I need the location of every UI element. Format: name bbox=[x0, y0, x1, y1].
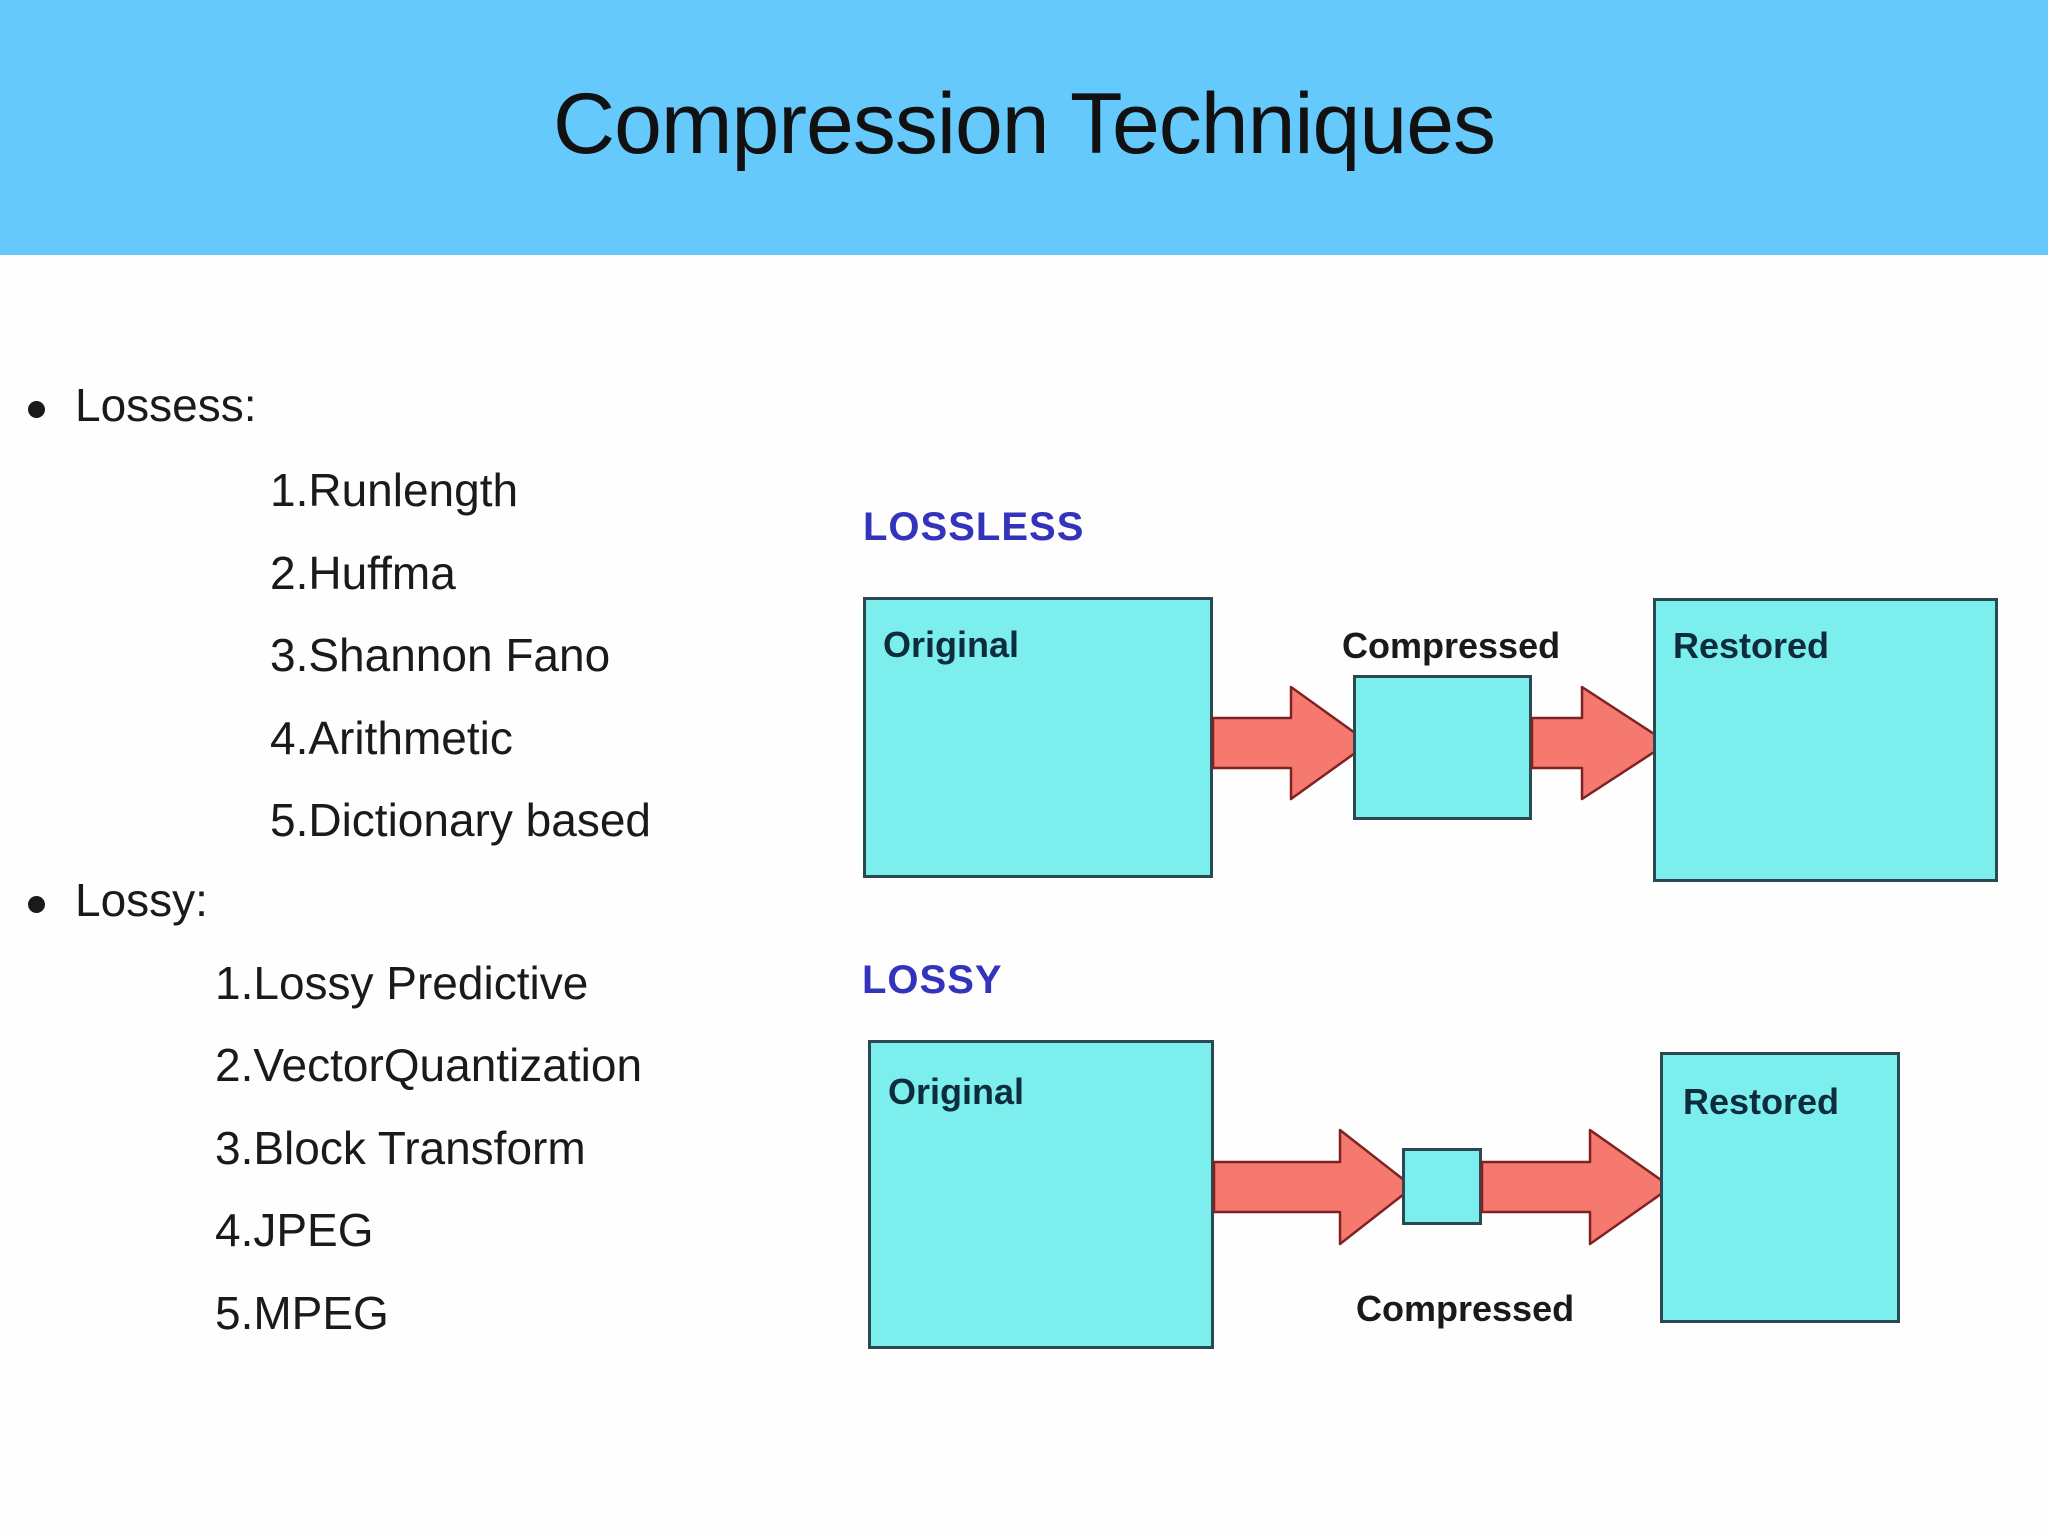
list-item: 3.Block Transform bbox=[215, 1122, 586, 1174]
lossy-original-box: Original bbox=[868, 1040, 1214, 1349]
list-item: 5.MPEG bbox=[215, 1287, 389, 1339]
list-item: 5.Dictionary based bbox=[270, 794, 651, 846]
title-banner: Compression Techniques bbox=[0, 0, 2048, 255]
lossy-compressed-box bbox=[1402, 1148, 1482, 1225]
lossless-restored-label: Restored bbox=[1673, 625, 1830, 666]
list-heading-lossy: Lossy: bbox=[75, 874, 208, 926]
lossless-compressed-label: Compressed bbox=[1342, 625, 1561, 666]
arrow-right-icon bbox=[1211, 685, 1371, 801]
page-title: Compression Techniques bbox=[552, 76, 1496, 172]
lossy-compressed-label: Compressed bbox=[1356, 1288, 1575, 1329]
lossy-restored-label: Restored bbox=[1683, 1081, 1840, 1122]
lossless-heading: LOSSLESS bbox=[863, 505, 1085, 549]
list-item: 3.Shannon Fano bbox=[270, 629, 611, 681]
lossy-heading: LOSSY bbox=[862, 958, 1003, 1002]
lossless-restored-box: Restored bbox=[1653, 598, 1998, 882]
list-item: 1.Runlength bbox=[270, 464, 519, 516]
list-item: 4.Arithmetic bbox=[270, 712, 513, 764]
lossless-original-box: Original bbox=[863, 597, 1213, 878]
lossless-original-label: Original bbox=[883, 624, 1020, 665]
arrow-right-icon bbox=[1212, 1128, 1415, 1246]
list-item: 2.VectorQuantization bbox=[215, 1039, 643, 1091]
bullet-icon bbox=[28, 401, 45, 418]
bullet-icon bbox=[28, 896, 45, 913]
lossy-restored-box: Restored bbox=[1660, 1052, 1900, 1323]
list-item: 4.JPEG bbox=[215, 1204, 374, 1256]
lossless-compressed-box bbox=[1353, 675, 1532, 820]
arrow-right-icon bbox=[1530, 685, 1670, 801]
list-item: 1.Lossy Predictive bbox=[215, 957, 589, 1009]
lossy-original-label: Original bbox=[888, 1071, 1025, 1112]
arrow-right-icon bbox=[1480, 1128, 1673, 1246]
list-heading-lossless: Lossess: bbox=[75, 379, 257, 431]
list-item: 2.Huffma bbox=[270, 547, 456, 599]
